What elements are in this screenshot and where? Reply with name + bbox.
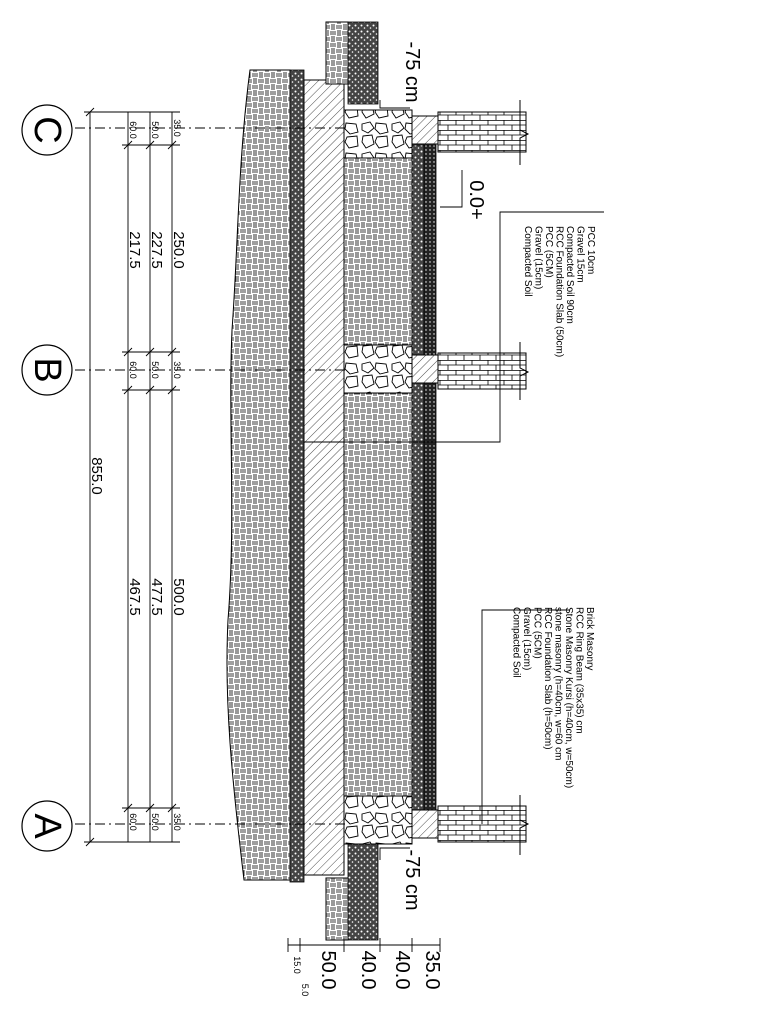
stone-masonry-c	[343, 109, 413, 159]
dim-bottom-15: 15.0	[292, 956, 302, 974]
dim-c-35: 35.0	[172, 119, 182, 137]
stone-masonry-b	[343, 344, 413, 394]
dim-b-35: 35.0	[172, 361, 182, 379]
dim-a-60: 60.0	[128, 813, 138, 831]
grid-bubble-a: A	[21, 800, 73, 852]
legend-bottom-item: RCC Foundation Slab (h=50cm)	[542, 607, 553, 750]
ring-beam-b	[411, 354, 439, 384]
dim-span-cb-outer: 250.0	[170, 231, 187, 269]
grid-label-b: B	[26, 357, 68, 382]
ring-beam-c	[411, 115, 439, 145]
level-minus75-top: -75 cm	[401, 41, 423, 102]
legend-bottom-item: Gravel (15cm)	[521, 607, 532, 670]
compacted-fill-main	[343, 134, 413, 811]
grid-label-a: A	[26, 813, 68, 839]
legend-top-item: PCC 10cm	[585, 226, 596, 274]
dim-bottom-35: 35.0	[421, 951, 443, 990]
legend-leader-lines	[304, 211, 604, 824]
grid-bubble-b: B	[21, 344, 73, 396]
legend-bottom-item: Compacted Soil	[511, 607, 522, 678]
level-minus75-bottom: -75 cm	[401, 849, 423, 910]
grid-bubble-c: C	[21, 104, 73, 156]
legend-top-item: Compacted Soil	[522, 226, 533, 297]
legend-top-item: PCC (5CM)	[543, 226, 554, 278]
dim-span-ba-inner: 467.5	[126, 578, 143, 616]
break-lines	[519, 100, 530, 855]
legend-bottom-item: RCC Ring Beam (35x35) cm	[574, 607, 585, 734]
dim-c-50: 50.0	[150, 121, 160, 139]
legend-bottom-item: PCC (5CM)	[532, 607, 543, 659]
dim-b-60: 60.0	[128, 361, 138, 379]
outer-gravel-bottom	[347, 841, 379, 941]
dim-c-60: 60.0	[128, 121, 138, 139]
dim-a-50: 50.0	[150, 813, 160, 831]
legend-top-item: Compacted Soil 90cm	[564, 226, 575, 324]
legend-top-item: Gravel 15cm	[575, 226, 586, 283]
dim-bottom-5: 5.0	[300, 984, 310, 997]
dimension-lines	[84, 100, 463, 952]
dim-bottom-40a: 40.0	[391, 951, 413, 990]
gravel-layer	[289, 69, 305, 883]
legend-bottom-item: Brick Masonry	[584, 607, 595, 670]
ring-beam-a	[411, 809, 439, 839]
outer-soil-bottom	[325, 877, 349, 941]
dim-span-ba-mid: 477.5	[148, 578, 165, 616]
dim-a-35: 35.0	[172, 813, 182, 831]
pcc-floor-layer	[423, 144, 437, 811]
dim-overall: 855.0	[88, 457, 105, 495]
dim-bottom-40b: 40.0	[357, 951, 379, 990]
level-zero: 0.0+	[465, 180, 487, 219]
brick-wall-c	[437, 111, 527, 153]
outer-soil-top	[325, 21, 349, 85]
compacted-soil-body	[226, 69, 291, 881]
legend-bottom-item: Stone Masonry Kursi (h=40cm, w=50cm)	[563, 607, 574, 788]
legend-top-item: Gravel (15cm)	[533, 226, 544, 289]
dim-b-50: 50.0	[150, 361, 160, 379]
grid-label-c: C	[26, 116, 68, 143]
gravel-under-floor	[411, 144, 425, 811]
outer-gravel-top	[347, 21, 379, 105]
dim-span-cb-inner: 217.5	[126, 231, 143, 269]
grid-axis-lines	[75, 127, 345, 825]
legend-bottom-item: stone masonry (h=40cm, w=60 cm	[553, 607, 564, 760]
legend-top-item: RCC Foundation Slab (50cm)	[554, 226, 565, 357]
stone-masonry-a	[343, 795, 413, 845]
dim-bottom-50: 50.0	[317, 951, 339, 990]
dim-span-ba-outer: 500.0	[170, 578, 187, 616]
brick-wall-b	[437, 352, 527, 390]
dim-span-cb-mid: 227.5	[148, 231, 165, 269]
rcc-foundation-slab	[303, 79, 345, 876]
